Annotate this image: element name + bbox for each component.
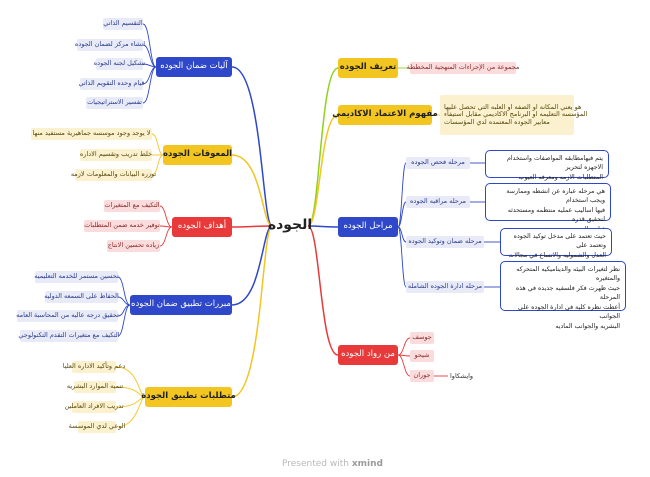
branch-mechanisms[interactable]: آليات ضمان الجوده [156,57,232,77]
branch-definition[interactable]: تعريف الجوده [338,58,398,78]
justifications-item[interactable]: الحفاظ على السمعه الدوليه [44,291,119,303]
stage-label[interactable]: مرحله ادارة الجوده الشامله [406,281,484,293]
accreditation-detail[interactable]: هو يعني المكانه او الصفه او العلبه التي … [440,95,587,135]
stage-detail[interactable]: هي مرحله عباره عن انشطه وممارسة ويجب است… [485,183,611,233]
central-topic[interactable]: الجوده [268,216,312,236]
pioneer-extra[interactable]: وايشكاوا [450,372,474,380]
branch-requirements[interactable]: متطلبات تطبيق الجودة [141,387,236,407]
stage-detail[interactable]: حيث تعتمد على مدخل توكيد الجوده وتعتمد ع… [500,228,612,268]
requirements-item[interactable]: الوعي لدي الموسسة [69,421,125,433]
requirements-item[interactable]: تدريب الافراد العاملين [64,401,124,413]
mechanisms-item[interactable]: التقسيم الذاتي [103,18,143,30]
obstacles-item[interactable]: لا يوجد وجود موسسه جماهيرية مستفيد منها [31,128,152,140]
xmind-brand: xmind [351,459,383,469]
pioneer-item[interactable]: شيحو [410,350,434,362]
branch-pioneers[interactable]: من رواد الجوده [338,345,398,365]
stage-label[interactable]: مرحله ضمان وتوكيد الجوده [406,236,484,248]
branch-justifications[interactable]: مبررات تطبيق ضمان الجوده [130,295,232,315]
requirements-item[interactable]: دعم وتأكيد الاداره العليا [63,361,125,373]
goals-item[interactable]: التكيف مع المتغيرات [104,200,160,212]
mechanisms-item[interactable]: انشاء مركز لضمان الجوده [75,39,145,51]
stage-detail[interactable]: يتم فيهامطابقه المواصفات واستخدام الاجهز… [485,150,609,190]
obstacles-item[interactable]: خلط تدريب وتقسيم الاداره [80,149,152,161]
justifications-item[interactable]: التكيف مع متغيرات التقدم التكنولوجي [18,330,120,342]
mechanisms-item[interactable]: قيام وحده التقويم الذاتي [79,78,145,90]
goals-item[interactable]: توفير خدمه ضمن المتطلبات [84,220,160,232]
branch-stages[interactable]: مراحل الجوده [338,217,398,237]
stage-detail[interactable]: نظر لتغيرات البيئه والديناميكيه المتحركه… [500,261,626,330]
justifications-item[interactable]: تحسين مستمر للخدمه التعليميه [34,271,119,283]
mechanisms-item[interactable]: تفسير الاستراتيجيات [86,97,143,109]
stage-label[interactable]: مرحله مراقبه الجوده [406,196,470,208]
stage-label[interactable]: مرحله فحص الجوده [406,157,470,169]
pioneer-item[interactable]: جوران [410,370,434,382]
pioneer-item[interactable]: جوسف [410,332,434,344]
mechanisms-item[interactable]: تشكيل لجنه الجوده [94,58,145,70]
branch-obstacles[interactable]: المعوقات الجوده [163,145,232,165]
footer-watermark: Presented with xmind [282,459,383,469]
obstacles-item[interactable]: توزره البيانات والمعلومات لازمه [71,169,156,181]
justifications-item[interactable]: تحقيق درجه عاليه من المحاسبة العامه [16,310,119,322]
definition-detail[interactable]: مجموعة من الإجراءات المنهجية المخططة [407,62,519,74]
goals-item[interactable]: زياده تحسين الانتاج [107,240,160,252]
branch-accreditation[interactable]: مفهوم الاعتماد الاكاديمي [332,105,438,125]
requirements-item[interactable]: تنميه الموارد البشريه [67,381,123,393]
branch-goals[interactable]: أهداف الجوده [172,217,232,237]
